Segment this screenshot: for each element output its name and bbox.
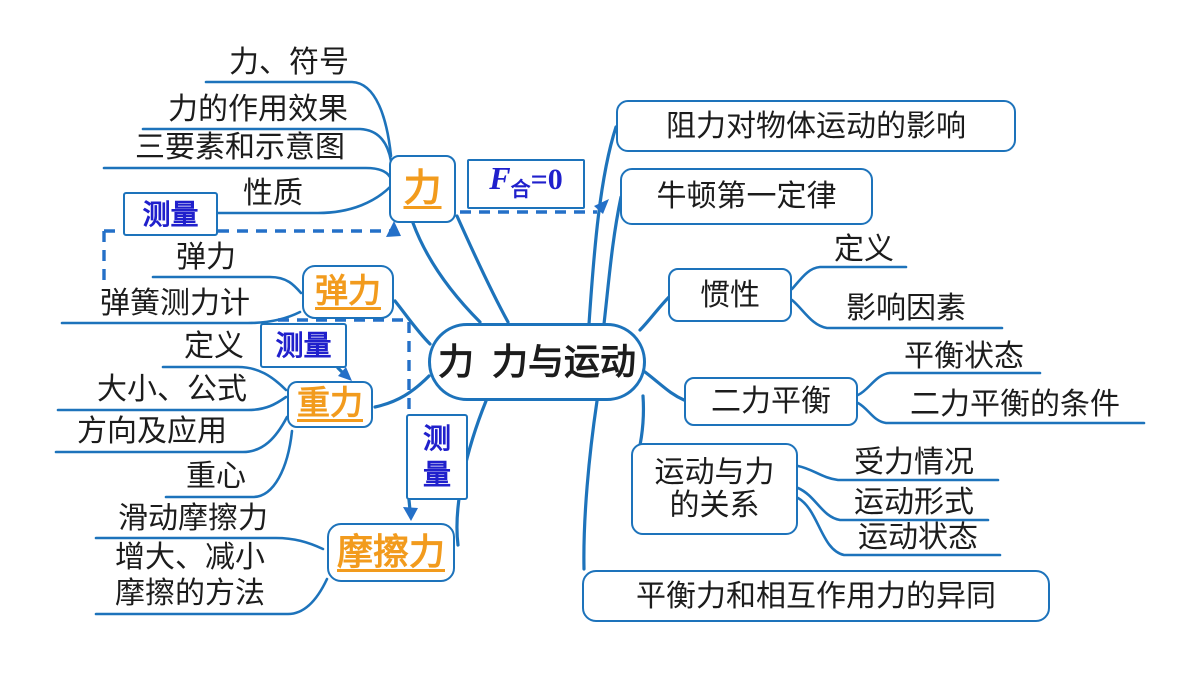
connector-inertia-factors	[790, 298, 1004, 330]
connector-center-of-gravity	[164, 429, 294, 499]
connector-motion-state	[796, 496, 1002, 557]
fhe-f: F	[489, 159, 511, 196]
connector-balance-state	[856, 371, 1042, 397]
label-spring-scale: 弹簧测力计	[100, 287, 250, 320]
label-force-effect: 力的作用效果	[168, 93, 348, 126]
label-motion-state: 运动状态	[858, 521, 978, 554]
connector-center-to-inertia	[638, 294, 672, 332]
label-direction-application: 方向及应用	[77, 415, 227, 448]
label-sliding-friction: 滑动摩擦力	[118, 502, 268, 535]
arrowhead-to-friction	[403, 507, 418, 521]
label-inertia-factors: 影响因素	[846, 292, 966, 325]
arrowhead-to-force	[386, 221, 401, 237]
connector-force-situation	[796, 464, 1000, 482]
connector-force-symbol	[204, 80, 393, 158]
node-elastic-force-label: 弹力	[315, 273, 381, 310]
node-drag-influence[interactable]: 阻力对物体运动的影响	[616, 100, 1016, 152]
node-force[interactable]: 力	[389, 155, 456, 223]
balanced-vs-interaction-label: 平衡力和相互作用力的异同	[636, 579, 996, 613]
node-motion-force-relation[interactable]: 运动与力 的关系	[631, 443, 798, 535]
node-force-label: 力	[403, 167, 442, 210]
node-two-force-balance[interactable]: 二力平衡	[684, 377, 858, 426]
node-balanced-vs-interaction[interactable]: 平衡力和相互作用力的异同	[582, 570, 1050, 622]
measure-gravity-label: 测量	[275, 330, 332, 361]
drag-influence-label: 阻力对物体运动的影响	[666, 109, 966, 143]
label-magnitude-formula: 大小、公式	[97, 373, 247, 406]
label-gravity-definition: 定义	[184, 330, 244, 363]
label-balance-state: 平衡状态	[904, 340, 1024, 373]
fhe-sub: 合	[510, 178, 531, 201]
inertia-label: 惯性	[700, 278, 760, 312]
connector-force-to-center-1	[411, 221, 482, 324]
fhe-eq: =0	[530, 162, 563, 196]
label-center-of-gravity: 重心	[186, 460, 246, 493]
connector-force-effect	[141, 127, 393, 163]
net-force-zero-formula: F合=0	[489, 159, 563, 207]
node-friction-label: 摩擦力	[336, 532, 445, 572]
connector-direction-application	[54, 415, 289, 454]
connector-gravity-definition	[161, 365, 288, 392]
connector-elastic-child	[151, 275, 303, 295]
node-measure-force[interactable]: 测量	[123, 192, 218, 236]
measure-force-label: 测量	[142, 198, 199, 230]
node-newtons-first-law[interactable]: 牛顿第一定律	[620, 168, 873, 225]
arrowhead-to-gravity	[338, 367, 352, 381]
motion-force-relation-label: 运动与力 的关系	[654, 456, 775, 522]
newtons-first-law-label: 牛顿第一定律	[656, 180, 837, 213]
connector-force-to-center-2	[455, 214, 510, 324]
connector-center-to-drag	[587, 125, 618, 326]
node-measure-gravity[interactable]: 测量	[260, 323, 347, 368]
connector-property	[214, 185, 392, 215]
label-three-elements: 三要素和示意图	[135, 131, 345, 164]
label-motion-form: 运动形式	[854, 486, 974, 519]
node-net-force-zero[interactable]: F合=0	[467, 159, 585, 209]
node-friction[interactable]: 摩擦力	[327, 523, 455, 582]
label-force-symbol: 力、符号	[229, 46, 349, 79]
dashed-elastic-to-measure	[278, 318, 411, 418]
center-topic-label: 力 力与运动	[437, 341, 636, 382]
node-inertia[interactable]: 惯性	[668, 268, 792, 322]
connector-magnitude-formula	[56, 395, 288, 412]
label-inertia-definition: 定义	[834, 233, 894, 266]
connector-balance-condition	[856, 401, 1146, 425]
node-measure-friction[interactable]: 测量	[406, 414, 468, 500]
measure-friction-label: 测量	[422, 423, 451, 490]
label-balance-condition: 二力平衡的条件	[910, 388, 1120, 421]
node-elastic-force[interactable]: 弹力	[302, 265, 394, 319]
connector-center-to-diff	[582, 399, 599, 571]
node-gravity[interactable]: 重力	[287, 381, 373, 428]
connector-center-to-gravity	[373, 374, 431, 409]
label-friction-methods: 增大、减小 摩擦的方法	[115, 541, 265, 610]
node-gravity-label: 重力	[297, 386, 363, 422]
label-elastic-child: 弹力	[176, 241, 236, 274]
node-center-topic[interactable]: 力 力与运动	[428, 323, 646, 401]
connector-motion-form	[796, 486, 990, 522]
two-force-balance-label: 二力平衡	[711, 385, 831, 418]
label-property: 性质	[243, 177, 303, 210]
label-force-situation: 受力情况	[854, 446, 974, 479]
connector-center-to-elastic	[393, 299, 432, 346]
connector-sliding-friction	[94, 536, 325, 551]
connector-center-to-balance	[643, 370, 686, 402]
connector-spring-scale	[60, 310, 302, 325]
connector-three-elements	[102, 166, 392, 179]
connector-inertia-definition	[790, 265, 908, 291]
connector-center-to-newton	[602, 195, 623, 326]
arrowhead-to-newton	[594, 199, 609, 214]
connector-friction-methods	[94, 577, 329, 616]
